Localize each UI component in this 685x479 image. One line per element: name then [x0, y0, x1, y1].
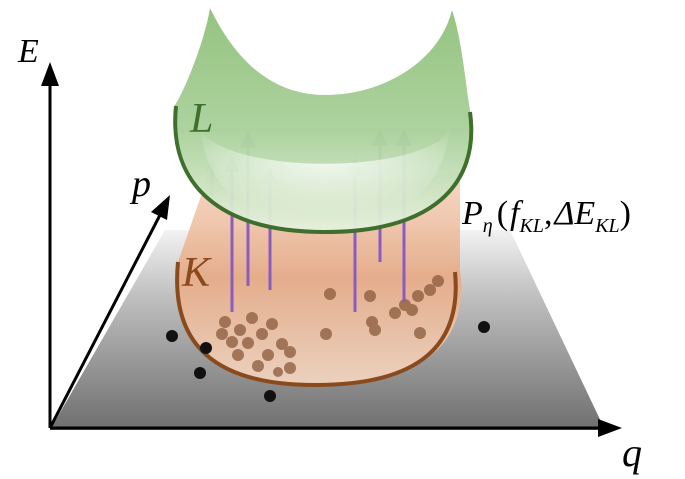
- q-axis-arrowhead: [598, 419, 622, 437]
- energy-axis-arrowhead: [41, 62, 59, 86]
- band-l-label: L: [189, 96, 213, 142]
- formula-arg2: ΔE: [552, 195, 595, 232]
- formula-subscript-eta: η: [483, 215, 493, 237]
- q-axis-label: q: [622, 430, 642, 475]
- formula-comma: ,: [544, 195, 553, 232]
- p-axis: [48, 214, 162, 429]
- band-l-inner-highlight: [200, 130, 450, 222]
- formula-open-paren: (: [497, 195, 508, 232]
- formula-close-paren: ): [620, 195, 631, 232]
- carrier-dots-k: [216, 275, 444, 377]
- formula-symbol: P: [461, 195, 483, 232]
- formula-arg2-sub: KL: [594, 215, 619, 237]
- band-l-rim: [173, 105, 474, 235]
- band-k-rim: [175, 261, 458, 388]
- p-axis-arrowhead: [151, 195, 170, 220]
- band-k-label: K: [181, 250, 212, 296]
- p-axis-label: p: [129, 163, 151, 205]
- formula-arg1-sub: KL: [518, 215, 543, 237]
- transition-formula: Pη(fKL,ΔEKL): [461, 195, 631, 237]
- axes: [41, 62, 622, 437]
- plane-dots: [166, 321, 490, 402]
- energy-axis-label: E: [17, 33, 39, 70]
